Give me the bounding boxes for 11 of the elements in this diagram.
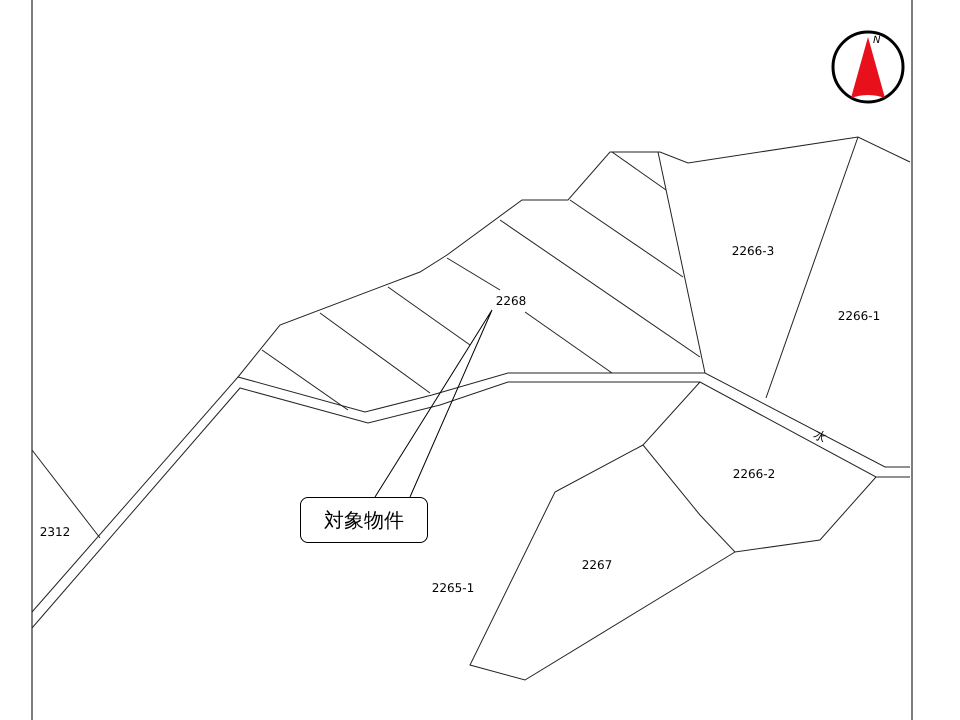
callout-box: 対象物件	[300, 497, 428, 543]
callout-pointer	[374, 310, 492, 498]
parcel-number: 2266-3	[728, 242, 778, 260]
waterway-label: 水	[812, 428, 828, 444]
parcel-number: 2268	[492, 292, 530, 310]
parcel-number: 2266-2	[729, 465, 779, 483]
parcel-number: 2267	[579, 556, 615, 574]
parcel-number: 2266-1	[834, 307, 884, 325]
parcel-number: 2265-1	[428, 579, 478, 597]
parcel-number: 2312	[36, 523, 74, 541]
north-label: N	[873, 36, 880, 46]
